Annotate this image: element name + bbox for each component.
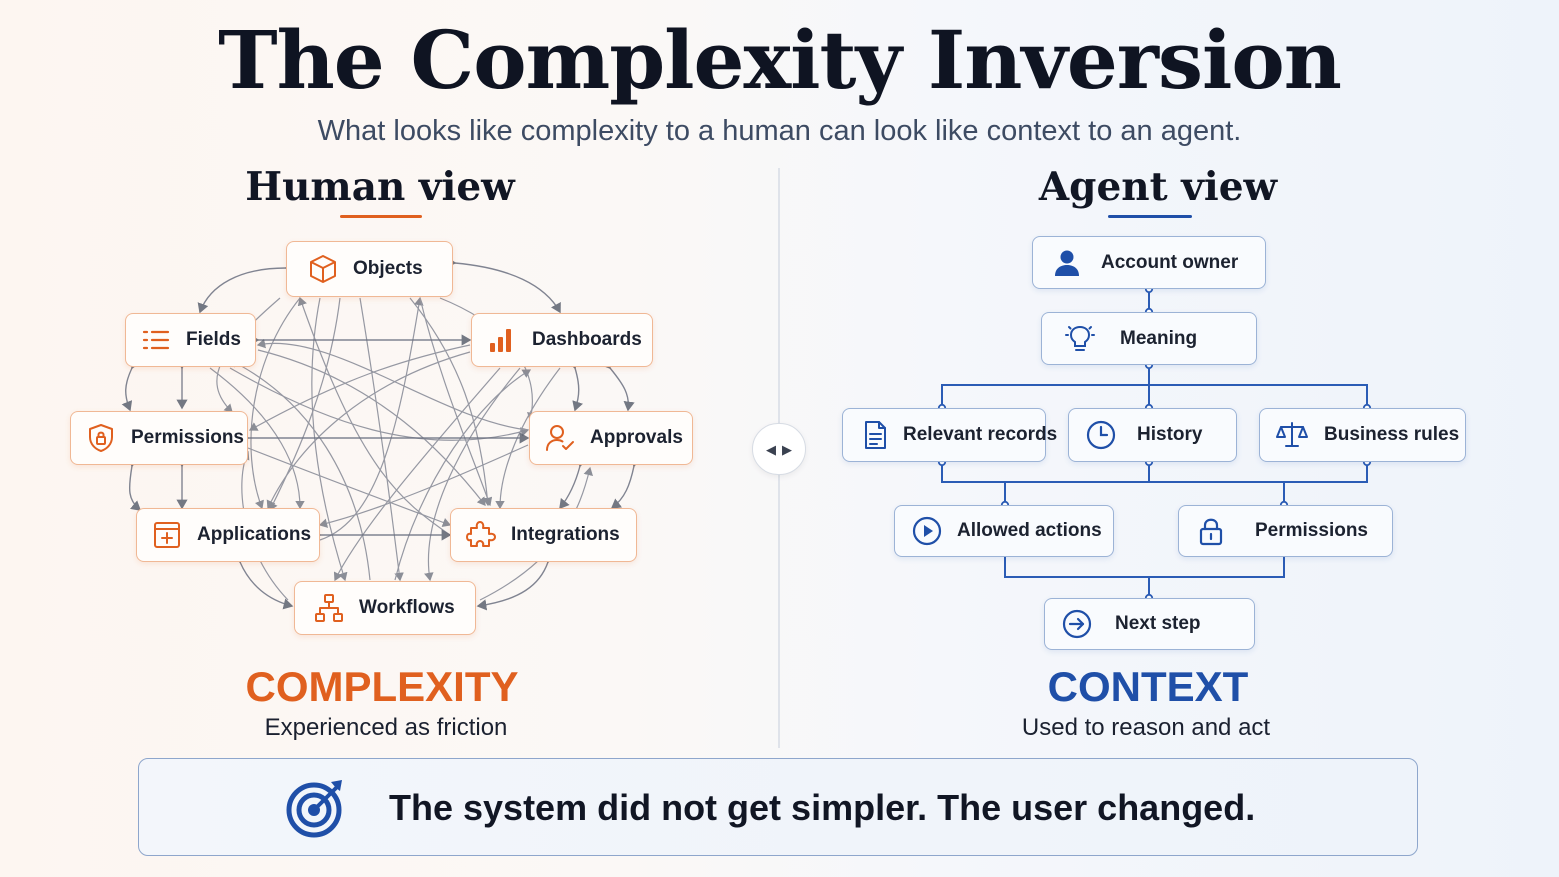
- human-view-underline: [340, 215, 422, 218]
- node-approvals-label: Approvals: [590, 427, 683, 448]
- node-relevant-records-label: Relevant records: [903, 424, 1058, 445]
- bar-chart-icon: [486, 324, 518, 356]
- context-label: CONTEXT: [1047, 663, 1249, 710]
- document-icon: [859, 419, 891, 451]
- arrow-circle-icon: [1061, 608, 1093, 640]
- node-workflows-label: Workflows: [359, 597, 455, 618]
- node-permissions-human-label: Permissions: [131, 427, 244, 448]
- agent-view-underline: [1108, 215, 1192, 218]
- context-caption: Used to reason and act: [1021, 714, 1271, 741]
- view-toggle[interactable]: ◀ ▶: [752, 423, 806, 475]
- node-next-step-label: Next step: [1115, 613, 1201, 634]
- node-business-rules: Business rules: [1259, 408, 1466, 462]
- node-account-owner-label: Account owner: [1101, 251, 1239, 273]
- node-permissions-agent-label: Permissions: [1255, 520, 1368, 541]
- shield-lock-icon: [85, 422, 117, 454]
- puzzle-icon: [465, 519, 497, 551]
- hierarchy-icon: [313, 592, 345, 624]
- node-fields-label: Fields: [186, 329, 241, 350]
- play-circle-icon: [911, 515, 943, 547]
- agent-view-heading: Agent view: [1038, 164, 1278, 210]
- node-business-rules-label: Business rules: [1324, 424, 1460, 445]
- node-allowed-actions: Allowed actions: [894, 505, 1114, 557]
- node-relevant-records: Relevant records: [842, 408, 1057, 462]
- node-permissions-human: Permissions: [70, 411, 248, 465]
- toggle-right-icon: ▶: [782, 441, 792, 457]
- page-title: The Complexity Inversion: [218, 13, 1342, 107]
- node-applications-label: Applications: [197, 524, 312, 545]
- clock-icon: [1085, 419, 1117, 451]
- node-applications: Applications: [136, 508, 320, 562]
- node-dashboards: Dashboards: [471, 313, 653, 367]
- user-check-icon: [544, 422, 576, 454]
- node-allowed-actions-label: Allowed actions: [957, 520, 1102, 541]
- node-dashboards-label: Dashboards: [532, 329, 642, 350]
- app-window-icon: [151, 519, 183, 551]
- node-fields: Fields: [125, 313, 256, 367]
- node-integrations: Integrations: [450, 508, 637, 562]
- node-objects: Objects: [286, 241, 453, 297]
- takeaway-banner: The system did not get simpler. The user…: [138, 758, 1418, 856]
- human-view-heading: Human view: [245, 164, 515, 210]
- complexity-caption: Experienced as friction: [264, 714, 508, 741]
- page-subtitle: What looks like complexity to a human ca…: [317, 115, 1242, 147]
- node-approvals: Approvals: [529, 411, 693, 465]
- node-next-step: Next step: [1044, 598, 1255, 650]
- node-integrations-label: Integrations: [511, 524, 620, 545]
- toggle-left-icon: ◀: [766, 441, 776, 457]
- node-workflows: Workflows: [294, 581, 476, 635]
- scales-icon: [1276, 419, 1308, 451]
- human-connections: [121, 256, 642, 611]
- banner-message: The system did not get simpler. The user…: [389, 787, 1256, 828]
- list-icon: [140, 324, 172, 356]
- node-permissions-agent: Permissions: [1178, 505, 1393, 557]
- node-meaning: Meaning: [1041, 312, 1257, 365]
- node-history: History: [1068, 408, 1237, 462]
- lightbulb-icon: [1064, 323, 1096, 355]
- user-icon: [1051, 247, 1083, 279]
- target-icon: [286, 780, 342, 838]
- complexity-label: COMPLEXITY: [245, 663, 519, 710]
- node-meaning-label: Meaning: [1120, 327, 1198, 349]
- node-history-label: History: [1137, 424, 1203, 445]
- cube-icon: [307, 253, 339, 285]
- node-objects-label: Objects: [353, 258, 423, 279]
- node-account-owner: Account owner: [1032, 236, 1266, 289]
- padlock-icon: [1195, 515, 1227, 547]
